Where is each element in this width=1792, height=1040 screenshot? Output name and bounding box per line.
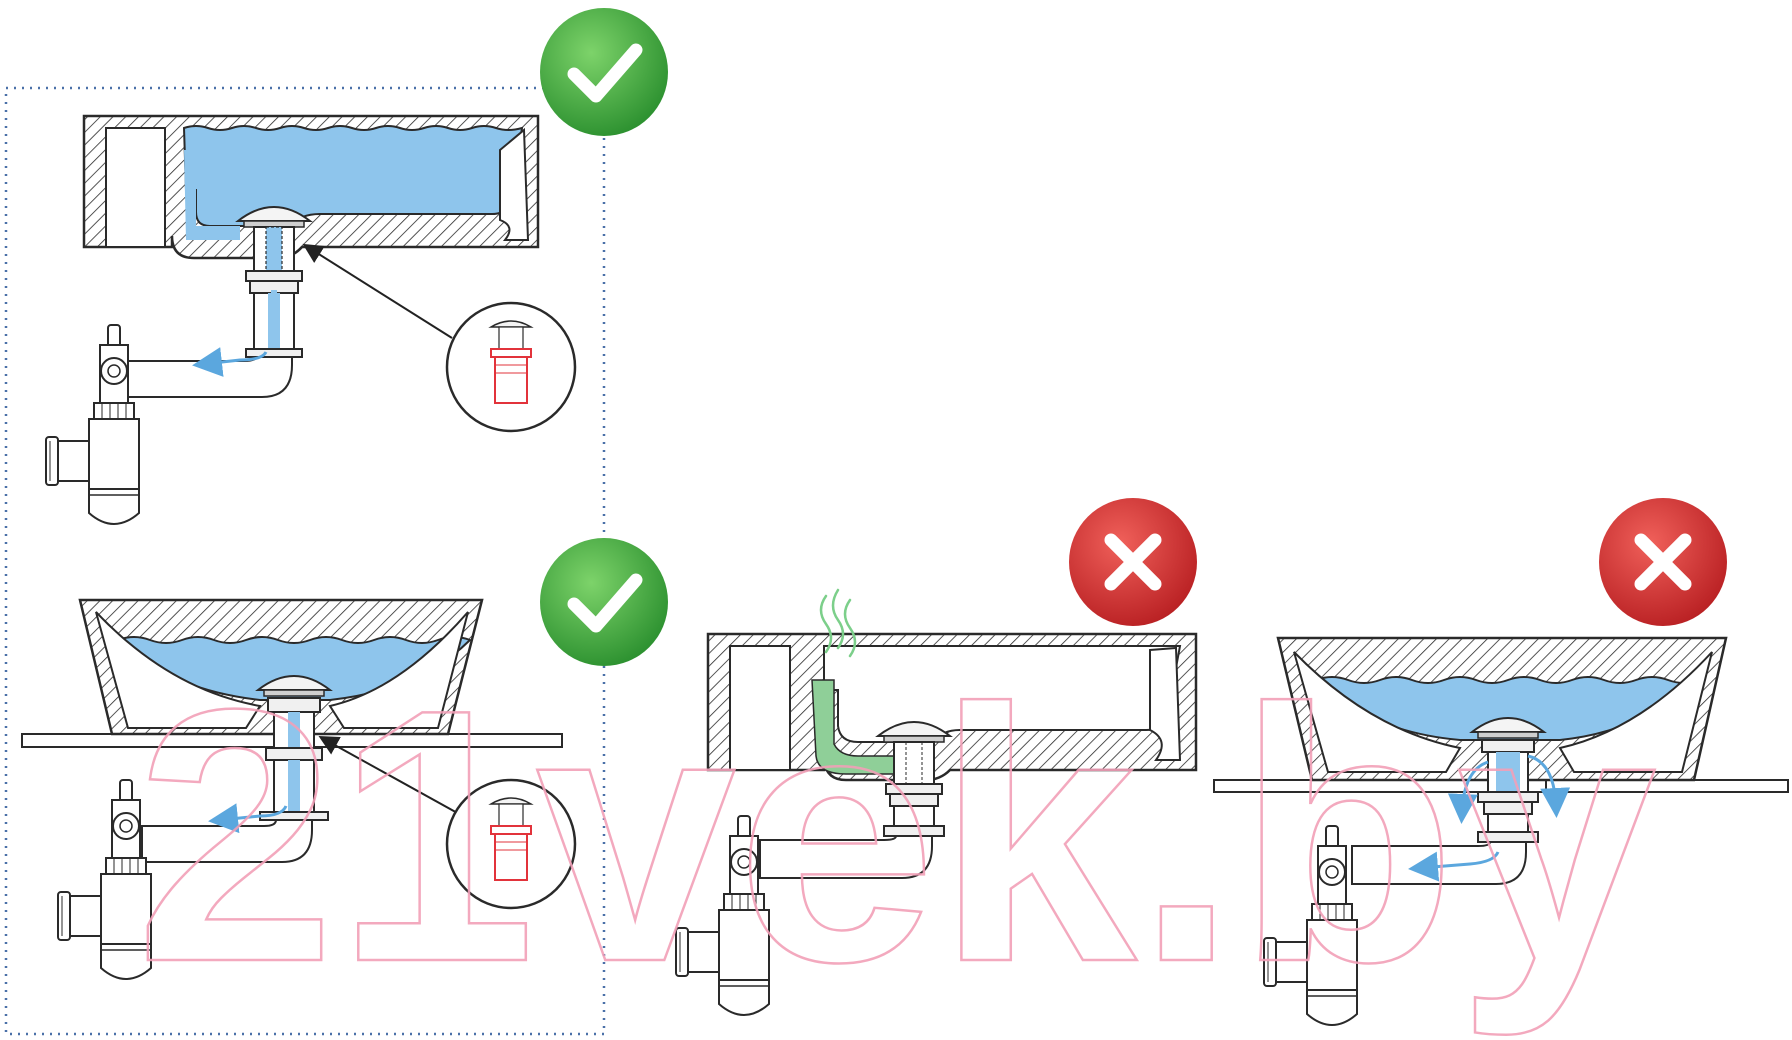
scene-overflow-odor-incorrect xyxy=(675,498,1198,1016)
scene-wall-basin-correct xyxy=(45,8,668,525)
flow-arrow-1 xyxy=(192,347,268,377)
verdict-badge-correct-1 xyxy=(540,8,668,136)
leak-arrow-left xyxy=(1447,760,1489,824)
cross-icon xyxy=(1104,533,1162,591)
flow-arrow-2 xyxy=(208,803,288,834)
verdict-badge-incorrect-4 xyxy=(1599,498,1727,626)
scene-vessel-basin-correct xyxy=(21,538,668,980)
drain-valve-2 xyxy=(141,675,331,863)
drain-valve-3 xyxy=(759,721,951,879)
flow-arrow-4 xyxy=(1408,851,1500,882)
basin-cavity-3 xyxy=(823,645,1182,743)
siphon-1 xyxy=(45,324,140,525)
water-basin-1 xyxy=(182,125,524,227)
siphon-3 xyxy=(675,815,770,1016)
basin-cavity xyxy=(105,127,166,248)
scene-vessel-leak-incorrect xyxy=(1213,498,1789,1026)
leak-arrow-right xyxy=(1527,754,1571,818)
odor-wisps-icon xyxy=(819,588,857,658)
leader-line-1 xyxy=(302,243,453,339)
siphon-2 xyxy=(57,779,152,980)
drain-cap-inset-2 xyxy=(445,778,577,910)
drain-cap-inset-1 xyxy=(445,301,577,433)
verdict-badge-correct-2 xyxy=(540,538,668,666)
leader-line-2 xyxy=(318,736,471,821)
check-icon xyxy=(567,573,643,633)
overflow-water-1 xyxy=(184,150,240,240)
countertop-4-right xyxy=(1545,779,1789,793)
verdict-badge-incorrect-3 xyxy=(1069,498,1197,626)
siphon-4 xyxy=(1263,825,1358,1026)
check-icon xyxy=(567,43,643,103)
cross-icon xyxy=(1634,533,1692,591)
